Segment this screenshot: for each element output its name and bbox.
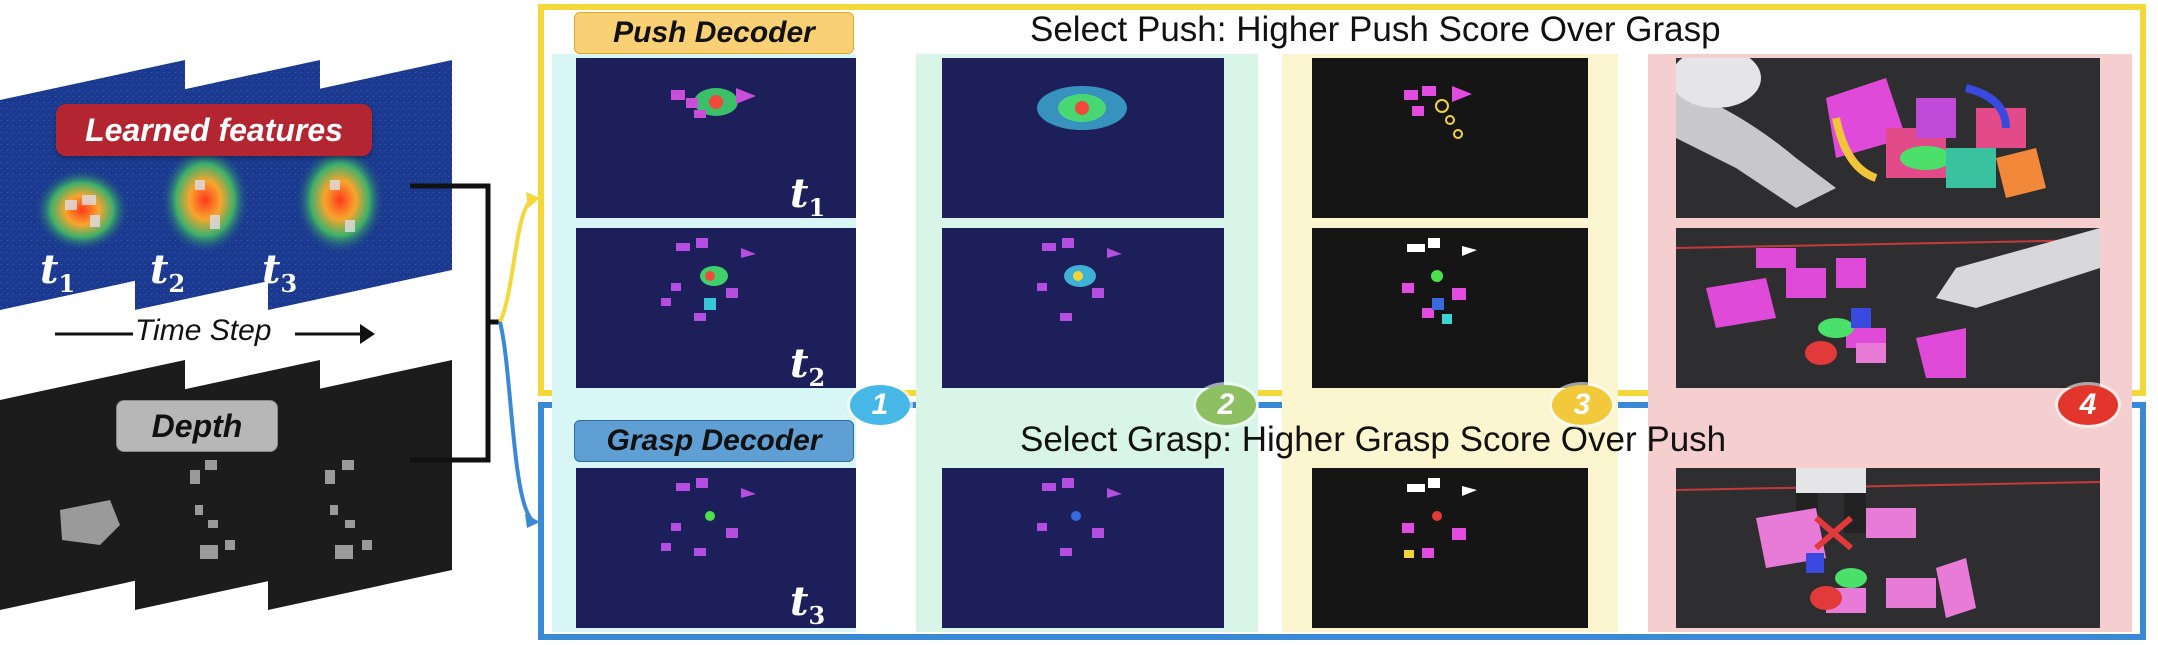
step-4-marker: 4 (2058, 385, 2118, 425)
learned-features-badge: Learned features (56, 104, 372, 156)
step-2-marker: 2 (1196, 385, 1256, 425)
col4-push-image-t1 (1676, 58, 2100, 218)
push-heading: Select Push: Higher Push Score Over Gras… (1030, 10, 1721, 49)
image-t1-label: t1 (790, 170, 826, 222)
col3-push-image-t2 (1312, 228, 1588, 388)
depth-layer-t3 (268, 360, 452, 610)
feature-t1-label: t1 (40, 246, 76, 298)
push-decoder-badge: Push Decoder (574, 12, 854, 54)
image-t3-label: t3 (790, 578, 826, 630)
col4-grasp-image-t3 (1676, 468, 2100, 628)
col2-push-image-t1 (942, 58, 1224, 218)
depth-badge: Depth (116, 400, 278, 452)
col3-push-image-t1 (1312, 58, 1588, 218)
col4-push-image-t2 (1676, 228, 2100, 388)
col1-push-image-t1 (576, 58, 856, 218)
time-step-label: Time Step (135, 314, 272, 347)
grasp-heading: Select Grasp: Higher Grasp Score Over Pu… (1020, 420, 1727, 459)
col1-push-image-t2 (576, 228, 856, 388)
time-step-arrow (55, 324, 375, 344)
feature-t2-label: t2 (150, 246, 186, 298)
step-1-marker: 1 (850, 385, 910, 425)
grasp-decoder-badge: Grasp Decoder (574, 420, 854, 462)
col3-grasp-image-t3 (1312, 468, 1588, 628)
feature-t3-label: t3 (262, 246, 298, 298)
col2-push-image-t2 (942, 228, 1224, 388)
step-3-marker: 3 (1552, 385, 1612, 425)
col2-grasp-image-t3 (942, 468, 1224, 628)
col1-grasp-image-t3 (576, 468, 856, 628)
merge-connector (410, 183, 540, 528)
image-t2-label: t2 (790, 340, 826, 392)
